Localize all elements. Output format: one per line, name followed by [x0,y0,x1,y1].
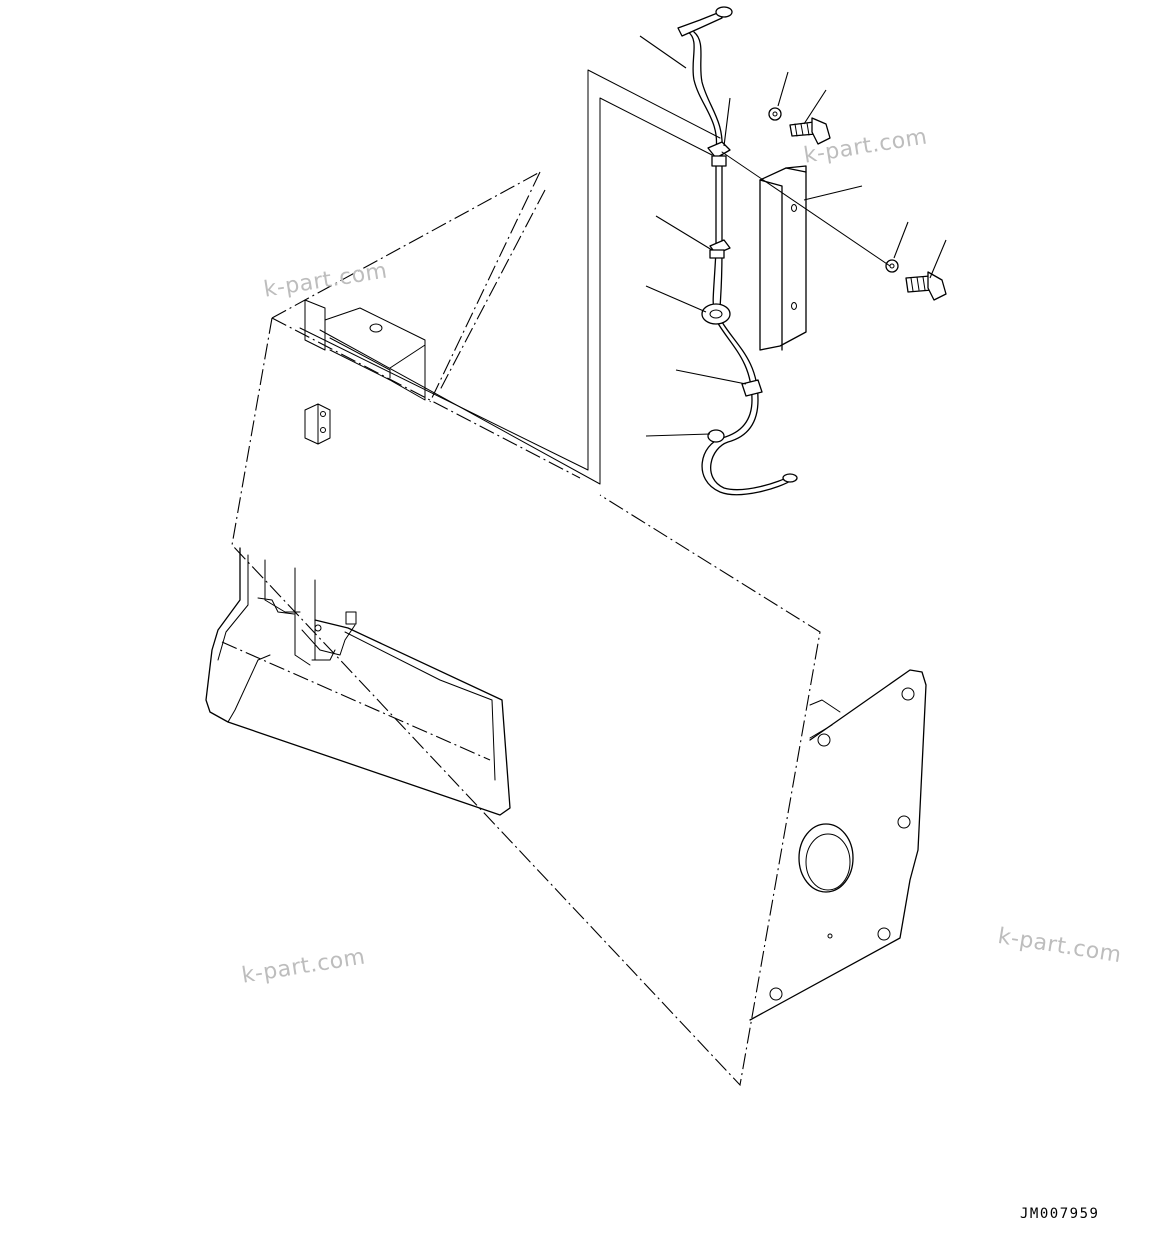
drawing-number: JM007959 [1020,1206,1100,1222]
lower-washer [885,259,899,273]
upper-bolt [789,117,831,145]
side-plate [749,669,927,1021]
wiring-harness [677,6,798,496]
assembly-centerline [721,151,891,267]
upper-washer [768,107,782,121]
panel-clip [304,403,331,445]
harness-routing-path [299,69,721,485]
lower-bolt [905,271,947,301]
lower-frame [205,547,511,816]
leader-lines [639,35,947,437]
channel-cover [759,165,807,351]
upper-bracket [304,299,426,401]
cover-panel [231,171,821,1087]
